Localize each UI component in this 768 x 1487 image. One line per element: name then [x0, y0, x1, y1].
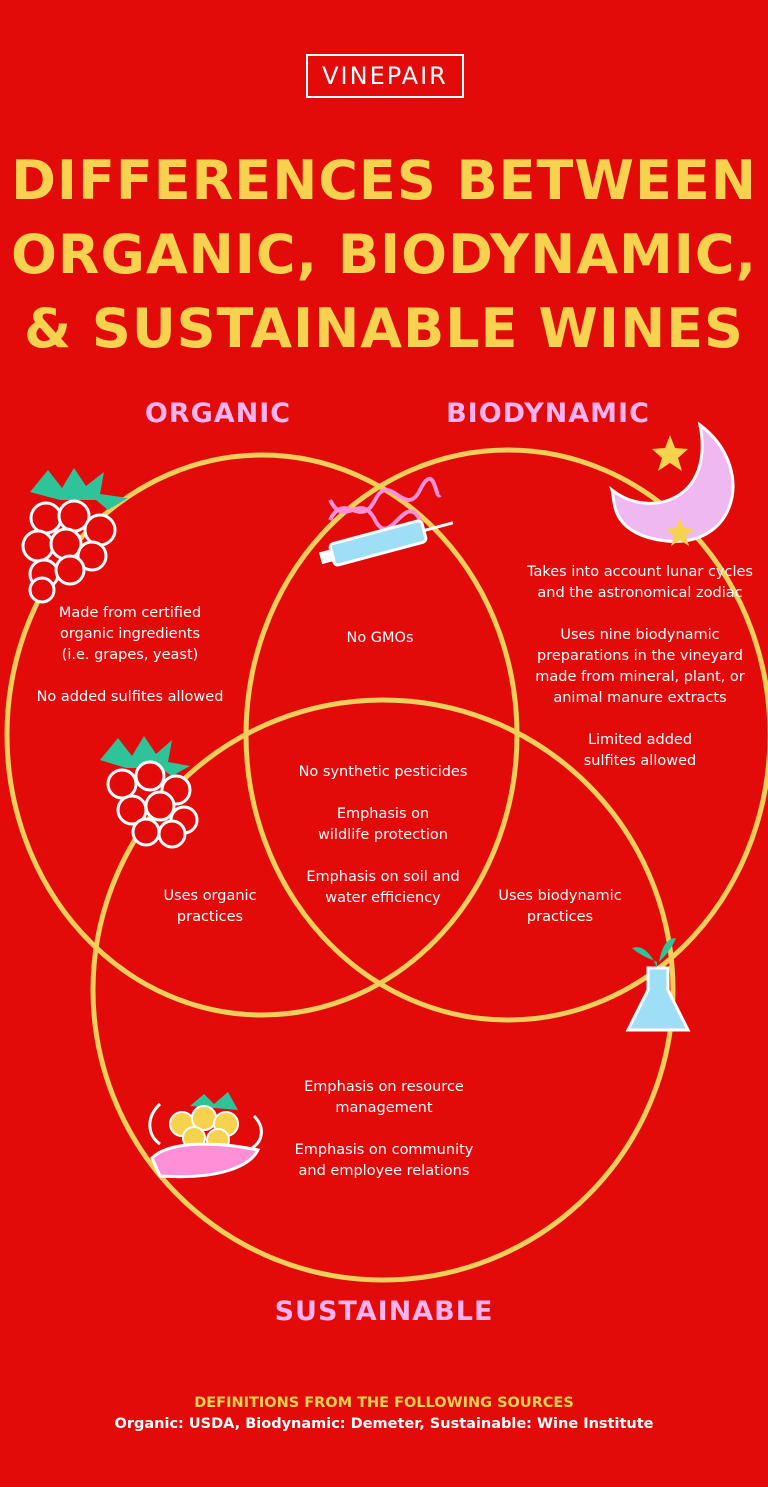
region-text: Uses biodynamic: [498, 888, 622, 904]
region-text: (i.e. grapes, yeast): [61, 647, 199, 663]
region-text: water efficiency: [325, 890, 441, 906]
region-organic-sustainable: Uses organic practices: [130, 886, 290, 928]
region-text: sulfites allowed: [583, 753, 697, 769]
flask-sprout-icon: [625, 938, 691, 1032]
title-line-3: & SUSTAINABLE WINES: [24, 297, 744, 360]
organic-circle: [4, 452, 520, 1018]
region-text: Emphasis on community: [294, 1142, 474, 1158]
sources-heading: DEFINITIONS FROM THE FOLLOWING SOURCES: [194, 1395, 574, 1411]
region-text: Takes into account lunar cycles: [527, 564, 753, 580]
region-text: Limited added: [587, 732, 693, 748]
region-text: Emphasis on soil and: [306, 869, 460, 885]
moon-stars-icon: [609, 421, 735, 546]
region-text: Uses organic: [163, 888, 257, 904]
title-line-1: DIFFERENCES BETWEEN: [11, 149, 757, 212]
region-text: Emphasis on: [336, 806, 430, 822]
grapes-icon-2: [100, 736, 199, 849]
region-all-three: No synthetic pesticides Emphasis on wild…: [268, 762, 498, 909]
region-text: Made from certified: [58, 605, 202, 621]
hand-grapes-icon: [148, 1092, 263, 1179]
region-text: organic ingredients: [59, 626, 201, 642]
region-text: management: [335, 1100, 433, 1116]
region-text: Uses nine biodynamic: [560, 627, 720, 643]
region-organic-biodynamic: No GMOs: [290, 628, 470, 649]
dna-syringe-icon: [318, 477, 454, 567]
title-line-2: ORGANIC, BIODYNAMIC,: [11, 223, 757, 286]
region-text: made from mineral, plant, or: [535, 669, 745, 685]
region-text: practices: [176, 909, 244, 925]
region-text: practices: [526, 909, 594, 925]
vinepair-logo: VINEPAIR: [306, 54, 464, 98]
region-text: No added sulfites allowed: [36, 689, 224, 705]
set-label-sustainable: SUSTAINABLE: [274, 1296, 494, 1327]
region-text: animal manure extracts: [553, 690, 727, 706]
region-text: No GMOs: [346, 630, 414, 646]
region-text: and employee relations: [298, 1163, 470, 1179]
region-biodynamic-sustainable: Uses biodynamic practices: [478, 886, 642, 928]
set-label-biodynamic: BIODYNAMIC: [446, 398, 650, 429]
region-text: No synthetic pesticides: [298, 764, 468, 780]
region-text: preparations in the vineyard: [537, 648, 743, 664]
grapes-icon: [21, 468, 128, 604]
region-organic-only: Made from certified organic ingredients …: [10, 603, 250, 708]
region-text: and the astronomical zodiac: [537, 585, 743, 601]
region-sustainable-only: Emphasis on resource management Emphasis…: [274, 1077, 494, 1182]
region-text: wildlife protection: [318, 827, 448, 843]
region-text: Emphasis on resource: [304, 1079, 464, 1095]
sources-body: Organic: USDA, Biodynamic: Demeter, Sust…: [114, 1416, 654, 1432]
region-biodynamic-only: Takes into account lunar cycles and the …: [515, 562, 765, 772]
set-label-organic: ORGANIC: [144, 398, 292, 429]
sustainable-circle: [90, 697, 676, 1283]
